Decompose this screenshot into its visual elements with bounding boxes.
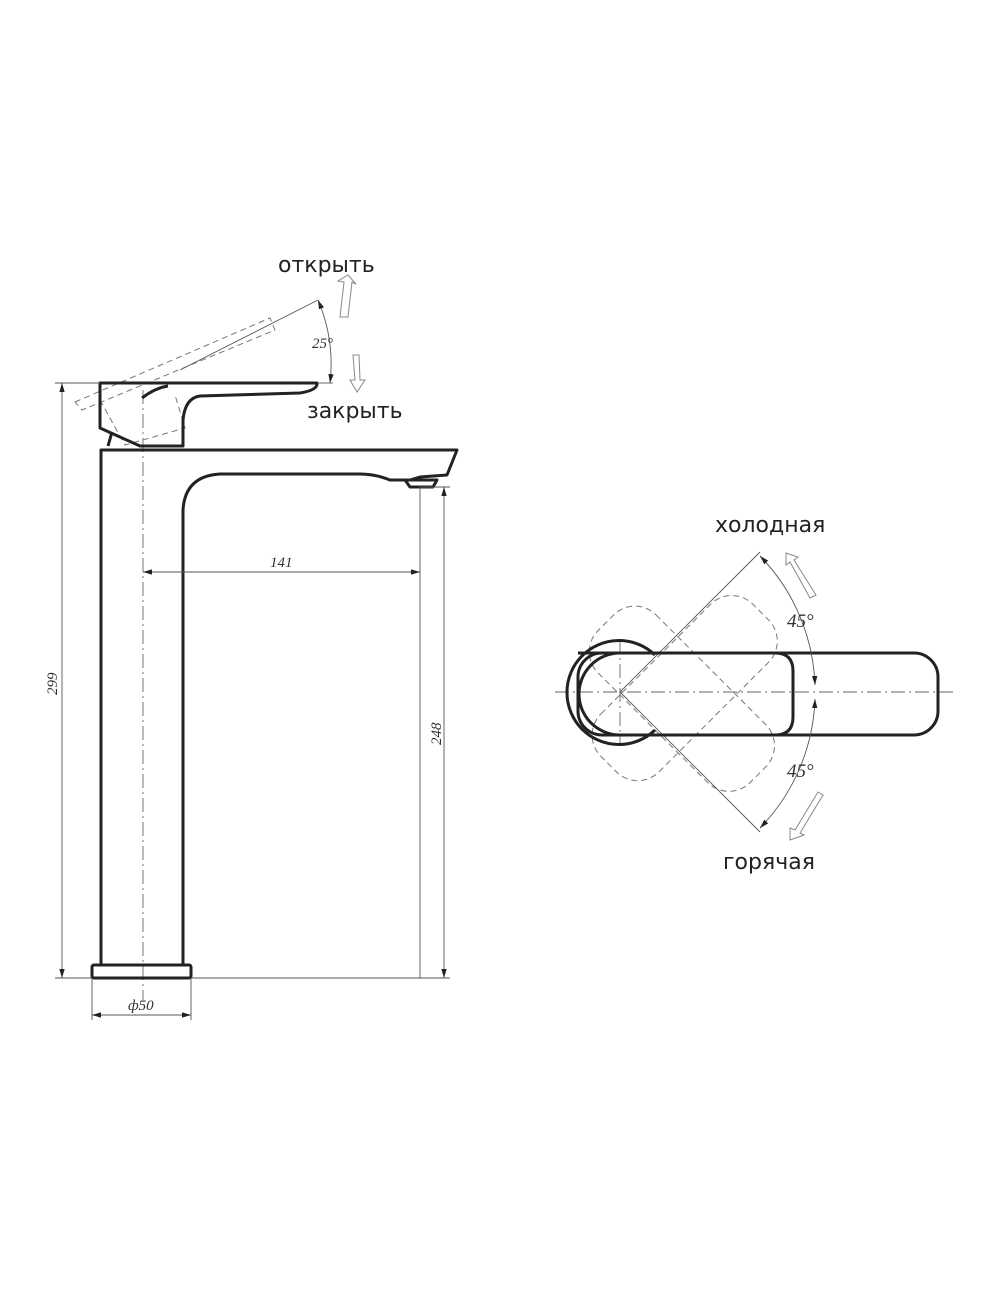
handle-hot-position [588, 605, 775, 792]
handle [576, 651, 940, 737]
cold-arrow-icon [785, 552, 817, 599]
side-view: 25° открыть закрыть 299 141 248 ф50 [45, 253, 459, 1020]
aerator [403, 478, 439, 489]
close-arrow-icon [349, 354, 366, 393]
open-arrow-icon [336, 274, 357, 318]
handle-open-position [74, 317, 276, 446]
body-outline [565, 639, 657, 746]
dim-height-total: 299 [45, 672, 61, 695]
label-hot: горячая [723, 850, 815, 875]
faucet-body [99, 448, 459, 965]
handle-cold-position [591, 595, 778, 782]
angle-label-cold: 45° [787, 611, 814, 632]
top-view: 45° 45° холодная горячая [555, 513, 955, 875]
handle-inner [577, 651, 795, 737]
label-close: закрыть [307, 399, 403, 424]
label-cold: холодная [715, 513, 825, 538]
dim-base-diameter: ф50 [128, 998, 154, 1014]
base [90, 963, 193, 980]
handle [98, 381, 319, 448]
dim-spout-height: 248 [429, 722, 445, 745]
angle-label-hot: 45° [787, 761, 814, 782]
angle-label-25: 25° [312, 336, 333, 352]
label-open: открыть [278, 253, 375, 278]
dim-spout-reach: 141 [270, 555, 293, 571]
hot-arrow-icon [789, 791, 824, 841]
